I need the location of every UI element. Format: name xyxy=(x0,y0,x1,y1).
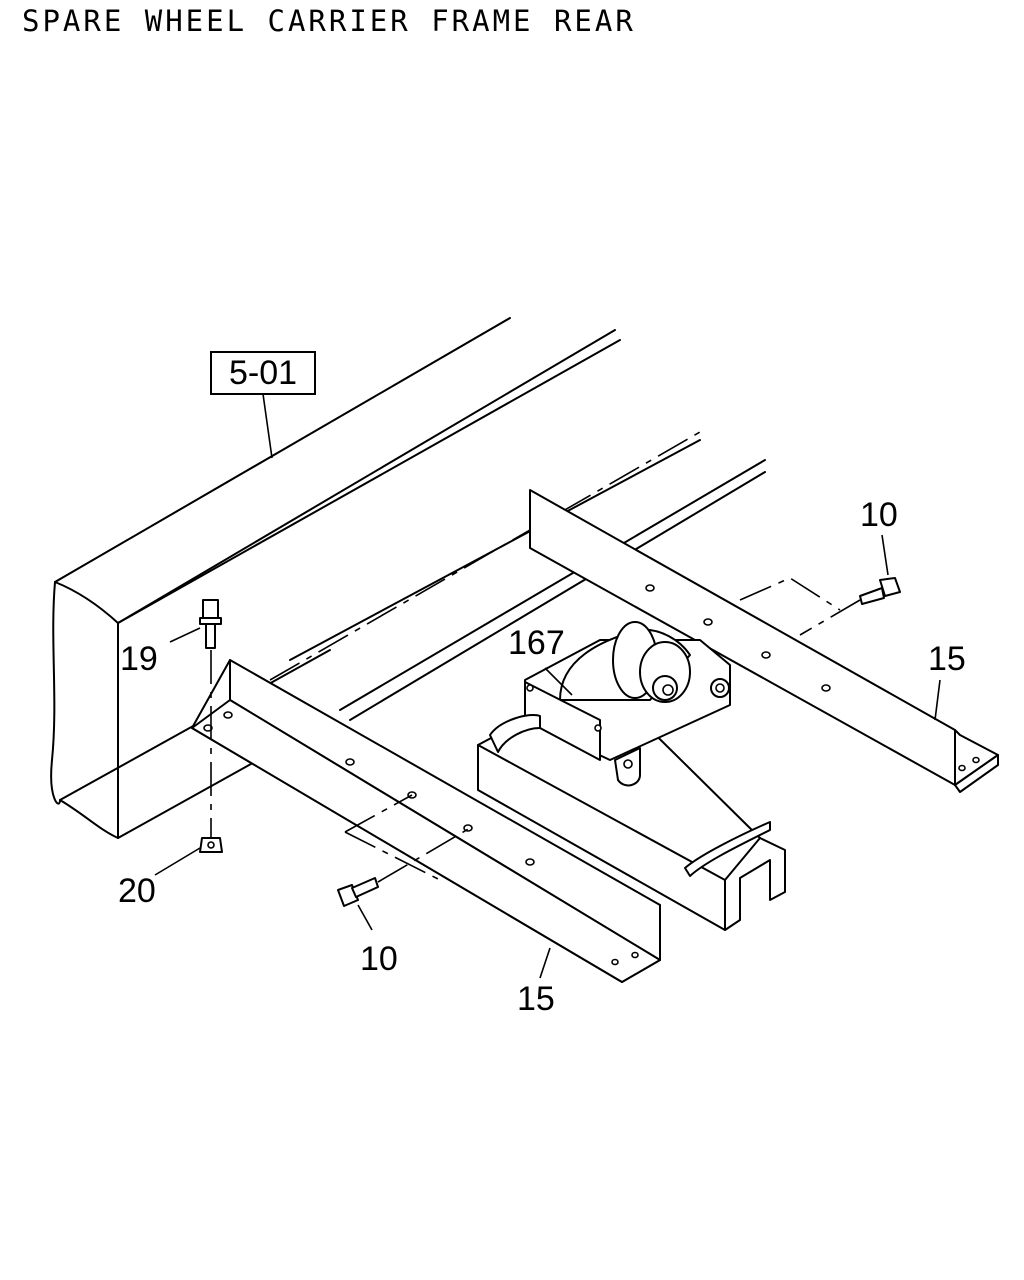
reference-label-box: 5-01 xyxy=(210,351,316,459)
callout-bracket-front: 15 xyxy=(517,980,555,1018)
leader-lines xyxy=(154,534,941,979)
nut-left xyxy=(199,837,223,853)
channel-member xyxy=(477,679,786,931)
bracket-front xyxy=(191,659,661,983)
callout-bolt-left: 19 xyxy=(120,640,158,678)
bolt-top-right xyxy=(739,577,901,636)
callout-carrier: 167 xyxy=(508,624,565,662)
frame-rail xyxy=(50,317,766,839)
callout-nut-left: 20 xyxy=(118,872,156,910)
bracket-right xyxy=(529,489,999,793)
bolt-bottom xyxy=(337,794,471,907)
page-title: SPARE WHEEL CARRIER FRAME REAR xyxy=(22,4,636,38)
callout-bolt-bottom: 10 xyxy=(360,940,398,978)
reference-label-text: 5-01 xyxy=(229,354,297,392)
spare-wheel-carrier xyxy=(489,621,731,787)
callout-bolt-top-right: 10 xyxy=(860,496,898,534)
callout-bracket-right: 15 xyxy=(928,640,966,678)
bolt-left xyxy=(199,599,222,845)
